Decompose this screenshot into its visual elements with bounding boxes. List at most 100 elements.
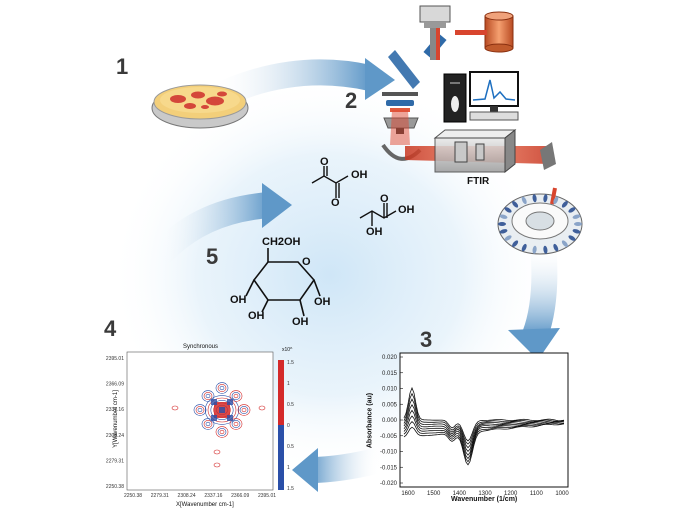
synchronous-x-tick: 2337.16 bbox=[204, 493, 222, 499]
correlation-contour bbox=[195, 406, 205, 414]
sample-tube bbox=[532, 194, 537, 203]
correlation-contour bbox=[207, 397, 237, 423]
correlation-contour bbox=[215, 382, 229, 394]
synchronous-y-tick: 2279.31 bbox=[106, 458, 124, 464]
spectrum-y-tick: -0.005 bbox=[380, 434, 398, 440]
colorbar-tick: 1 bbox=[287, 381, 290, 387]
correlation-contour bbox=[219, 429, 225, 435]
sample-tube bbox=[568, 207, 576, 213]
spectrum-x-tick: 1500 bbox=[427, 491, 441, 497]
colorbar-tick: 1.5 bbox=[287, 486, 294, 492]
correlation-contour bbox=[197, 407, 203, 413]
step-number-4: 4 bbox=[104, 316, 117, 341]
spectrum-x-tick: 1000 bbox=[555, 491, 569, 497]
correlation-contour bbox=[229, 418, 243, 430]
spectrum-trace bbox=[403, 398, 565, 449]
correlation-cell bbox=[211, 415, 217, 421]
sample-tube bbox=[561, 201, 568, 208]
spectrum-trace bbox=[403, 409, 565, 456]
correlation-contour bbox=[233, 421, 239, 427]
correlation-contour bbox=[203, 420, 213, 428]
pyruvic-acid-o-label: O bbox=[320, 156, 329, 168]
colorbar-tick: 1 bbox=[287, 465, 290, 471]
lactic-acid-oh-label: OH bbox=[398, 204, 415, 216]
correlation-contour bbox=[205, 393, 211, 399]
sample-tube bbox=[574, 222, 582, 226]
correlation-contour bbox=[241, 407, 247, 413]
correlation-contour bbox=[205, 421, 211, 427]
sample-tube bbox=[512, 201, 519, 208]
synchronous-x-tick: 2279.31 bbox=[151, 493, 169, 499]
spectrum-x-tick: 1100 bbox=[530, 491, 544, 497]
synchronous-y-tick: 2250.38 bbox=[106, 484, 124, 490]
synchronous-title: Synchronous bbox=[183, 344, 219, 350]
sample-tube bbox=[543, 245, 548, 254]
correlation-cell bbox=[211, 399, 217, 405]
correlation-contour-small bbox=[171, 405, 179, 411]
ftir-instrument bbox=[433, 128, 517, 174]
spectrum-x-axis-label: Wavenumber (1/cm) bbox=[451, 496, 518, 503]
correlation-contour bbox=[193, 404, 207, 416]
spectrum-trace bbox=[403, 415, 565, 460]
correlation-cell bbox=[227, 399, 233, 405]
colorbar-tick: 0 bbox=[287, 423, 290, 429]
spectrum-y-tick: -0.020 bbox=[380, 481, 398, 487]
spectrum-x-tick: 1400 bbox=[453, 491, 467, 497]
spectrum-x-tick: 1300 bbox=[478, 491, 492, 497]
lactic-alpha-oh-label: OH bbox=[366, 226, 383, 238]
correlation-cell bbox=[219, 407, 225, 413]
glucose-oh-label-2: OH bbox=[248, 310, 265, 322]
synchronous-y-tick: 2308.24 bbox=[106, 433, 124, 439]
correlation-contour bbox=[219, 385, 225, 391]
spectrum-y-tick: 0.010 bbox=[382, 387, 398, 393]
correlation-contour-small bbox=[213, 462, 221, 468]
lactic-acid-structure bbox=[359, 203, 397, 226]
correlation-contour bbox=[239, 406, 249, 414]
spectrum-trace bbox=[403, 403, 565, 453]
ftir-spectrum-plot: 0.0200.0150.0100.0050.000-0.005-0.010-0.… bbox=[380, 352, 569, 497]
step-number-5: 5 bbox=[206, 244, 219, 269]
colorbar-negative bbox=[278, 425, 284, 490]
spectrum-y-tick: 0.005 bbox=[382, 402, 398, 408]
spectrum-y-tick: -0.015 bbox=[380, 465, 398, 471]
synchronous-y-tick: 2366.09 bbox=[106, 382, 124, 388]
sample-tube bbox=[572, 229, 581, 234]
sample-tube bbox=[498, 222, 506, 226]
spectrum-x-tick: 1200 bbox=[504, 491, 518, 497]
spectrum-x-tick: 1600 bbox=[401, 491, 415, 497]
synchronous-x-axis-label: X[Wavenumber cm-1] bbox=[176, 502, 234, 508]
colorbar-tick: 0.5 bbox=[287, 402, 294, 408]
colorbar-tick: 1.5 bbox=[287, 360, 294, 366]
arrow-carousel-to-spectrum bbox=[508, 243, 560, 360]
glucose-structure bbox=[245, 248, 321, 317]
synchronous-x-tick: 2308.24 bbox=[178, 493, 196, 499]
synchronous-y-tick: 2337.16 bbox=[106, 407, 124, 413]
spectrum-trace bbox=[403, 421, 565, 463]
arrow-spectrum-to-synchronous bbox=[292, 447, 384, 492]
synchronous-x-tick: 2250.38 bbox=[124, 493, 142, 499]
arrow-synchronous-to-metabolites bbox=[150, 183, 292, 264]
sample-tube bbox=[504, 235, 512, 241]
sample-tube bbox=[572, 214, 581, 219]
spectrum-y-tick: 0.015 bbox=[382, 371, 398, 377]
ftir-label: FTIR bbox=[467, 176, 490, 187]
step-number-2: 2 bbox=[345, 88, 358, 113]
sample-tube bbox=[512, 240, 519, 247]
glucose-ring-o-label: O bbox=[302, 256, 311, 268]
correlation-contour bbox=[231, 392, 241, 400]
lactic-acid-o-label: O bbox=[380, 193, 389, 205]
synchronous-frame bbox=[126, 351, 274, 491]
colorbar-tick: 0.5 bbox=[287, 444, 294, 450]
glucose-oh-label-4: OH bbox=[314, 296, 331, 308]
correlation-contour bbox=[210, 400, 234, 420]
sample-tube bbox=[553, 243, 559, 252]
spectrum-y-axis-label: Absorbance (au) bbox=[366, 392, 374, 449]
glucose-ch2oh-label: CH2OH bbox=[262, 236, 301, 248]
synchronous-y-axis-label: Y[Wavenumber cm-1] bbox=[113, 390, 119, 448]
sample-tube bbox=[499, 229, 508, 234]
spectrum-y-tick: 0.000 bbox=[382, 418, 398, 424]
correlation-contour bbox=[217, 428, 227, 436]
correlation-contour bbox=[201, 418, 215, 430]
sample-tube bbox=[499, 214, 508, 219]
